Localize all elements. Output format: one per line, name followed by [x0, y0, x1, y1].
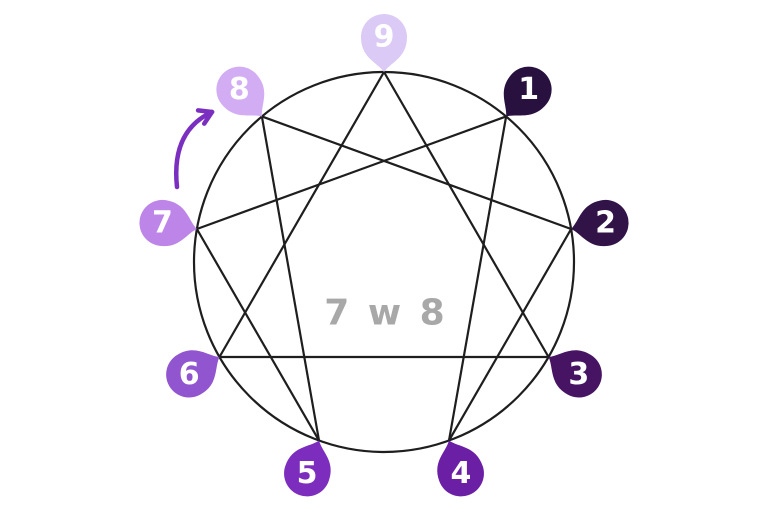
pin-9	[361, 14, 407, 72]
pin-7	[139, 199, 197, 247]
connection-line-6-9	[218, 71, 385, 358]
connection-line-9-3	[383, 71, 550, 358]
pin-number-1: 1	[518, 72, 539, 107]
connection-line-8-5	[260, 116, 321, 441]
connection-line-2-8	[261, 115, 572, 231]
pin-5	[284, 440, 331, 497]
connection-line-5-7	[195, 228, 320, 442]
pin-drop-shape-3	[548, 350, 602, 398]
pin-drop-shape-1	[503, 66, 552, 117]
wing-arrow-curve	[174, 109, 215, 190]
pin-4	[437, 440, 484, 497]
pin-number-9: 9	[374, 20, 395, 55]
pin-6	[166, 350, 220, 398]
pin-drop-shape-5	[284, 440, 331, 497]
wing-arrow-head-barb-2	[201, 109, 215, 126]
pin-number-6: 6	[179, 357, 200, 392]
pin-drop-shape-8	[216, 66, 265, 117]
pin-number-7: 7	[152, 205, 173, 240]
pin-number-2: 2	[595, 205, 616, 240]
type-wing-label: 7 w 8	[324, 292, 448, 334]
connection-line-7-1	[196, 115, 507, 231]
pin-number-4: 4	[451, 456, 472, 491]
pin-drop-shape-6	[166, 350, 220, 398]
pin-3	[548, 350, 602, 398]
pin-drop-shape-4	[437, 440, 484, 497]
connection-line-1-4	[447, 116, 508, 441]
pin-2	[571, 199, 629, 247]
pin-1	[503, 66, 552, 117]
pin-number-3: 3	[568, 357, 589, 392]
pin-drop-shape-7	[139, 199, 197, 247]
pin-drop-shape-9	[361, 14, 407, 72]
pin-number-8: 8	[229, 72, 250, 107]
pin-number-5: 5	[297, 456, 318, 491]
pin-8	[216, 66, 265, 117]
enneagram-circle	[192, 70, 576, 454]
connection-line-4-2	[448, 228, 573, 442]
pin-drop-shape-2	[571, 199, 629, 247]
